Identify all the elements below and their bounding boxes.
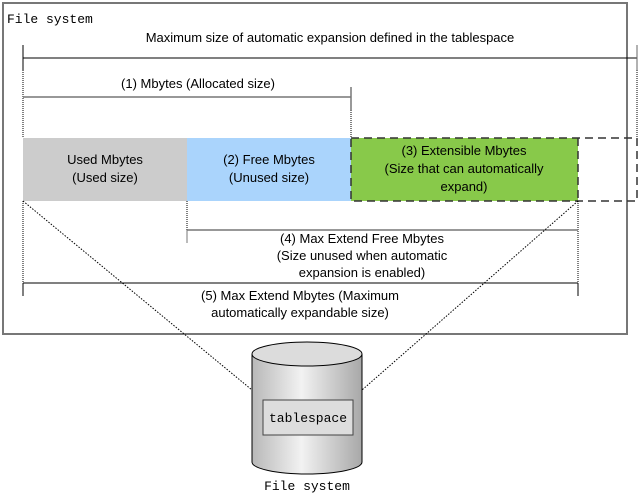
segment-used (23, 138, 187, 201)
extensible-dashed-outline (350, 137, 638, 202)
segment-used-line2: (Used size) (72, 170, 138, 185)
segment-free-line2: (Unused size) (229, 170, 309, 185)
max-extend-free-line1: (4) Max Extend Free Mbytes (280, 231, 444, 246)
segment-extensible-line3: expand) (441, 179, 488, 194)
segment-free-line1: (2) Free Mbytes (223, 152, 315, 167)
max-extend-line1: (5) Max Extend Mbytes (Maximum (201, 288, 399, 303)
max-extend-line2: automatically expandable size) (211, 305, 389, 320)
segment-extensible-line2: (Size that can automatically (385, 161, 544, 176)
max-extend-free-line3: expansion is enabled) (299, 265, 425, 280)
projection-line-left (22, 200, 253, 391)
segment-free (187, 138, 351, 201)
max-extend-free-line2: (Size unused when automatic (277, 248, 448, 263)
cylinder-caption: File system (264, 479, 350, 494)
segment-extensible (351, 138, 578, 201)
frame-title: File system (7, 12, 93, 27)
tablespace-label: tablespace (269, 411, 347, 426)
segment-used-line1: Used Mbytes (67, 152, 143, 167)
segment-extensible-line1: (3) Extensible Mbytes (402, 143, 527, 158)
tablespace-box (262, 399, 354, 436)
max-size-label: Maximum size of automatic expansion defi… (146, 30, 515, 45)
file-system-frame (2, 2, 628, 335)
allocated-label: (1) Mbytes (Allocated size) (121, 76, 275, 91)
